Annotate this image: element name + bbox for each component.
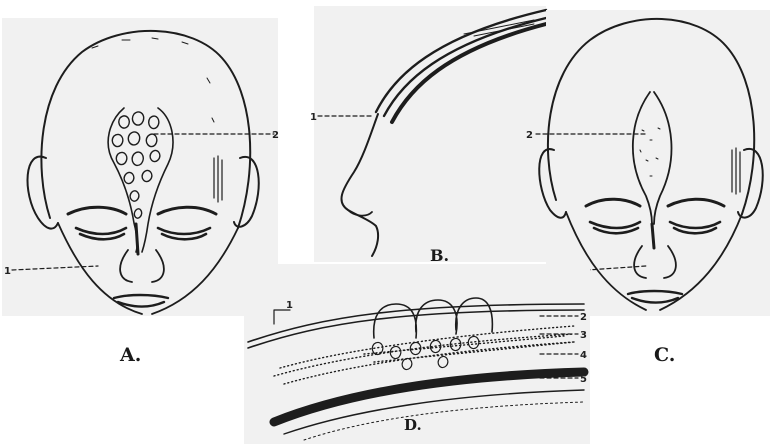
panel-a-face-lesion: 2 1	[2, 18, 278, 316]
label-c-upper: 2	[526, 130, 533, 141]
panel-b-profile: 1	[314, 6, 546, 262]
profile-b-drawing: 1	[314, 6, 546, 262]
label-d-four: 4	[580, 350, 587, 361]
label-a-lower: 1	[4, 266, 11, 277]
label-d-two: 2	[580, 312, 587, 323]
label-d-one: 1	[286, 300, 293, 311]
label-d-three: 3	[580, 330, 587, 341]
caption-d: D.	[404, 416, 422, 434]
label-b-bridge: 1	[310, 112, 317, 123]
face-a-drawing: 2 1	[2, 18, 278, 316]
caption-a: A.	[120, 344, 141, 366]
label-d-five: 5	[580, 374, 587, 385]
label-a-upper: 2	[272, 130, 279, 141]
caption-c: C.	[654, 344, 675, 366]
caption-b: B.	[430, 246, 449, 265]
